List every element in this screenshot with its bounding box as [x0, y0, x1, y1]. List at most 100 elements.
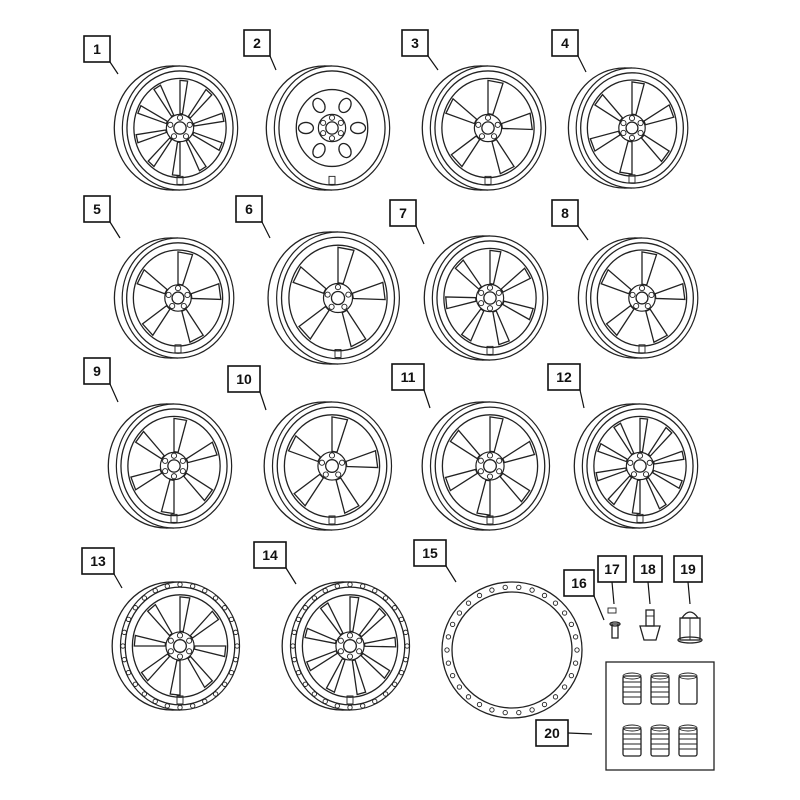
callout-box-7 — [389, 199, 417, 227]
wheel-7-wheel-icon — [423, 235, 549, 361]
leader-line-7 — [415, 225, 425, 245]
callout-7: 7 — [389, 199, 425, 245]
callout-number-7: 7 — [399, 205, 407, 221]
leader-line-3 — [427, 55, 439, 71]
wheel-9-wheel-icon — [107, 403, 233, 529]
wheel-13-beadlock-wheel-icon — [111, 581, 241, 711]
callout-6: 6 — [235, 195, 271, 239]
callout-16: 16 — [563, 569, 605, 621]
wheel-3-wheel-icon — [421, 65, 547, 191]
part-19-lug-nut-icon — [677, 611, 703, 644]
callout-3: 3 — [401, 29, 439, 71]
leader-line-10 — [259, 391, 267, 411]
callout-20: 20 — [535, 719, 593, 747]
part-15-beadlock-ring-icon — [441, 581, 583, 719]
leader-line-1 — [109, 61, 119, 75]
callout-number-14: 14 — [262, 547, 278, 563]
leader-line-12 — [579, 389, 585, 409]
wheel-11-wheel-icon — [421, 401, 551, 531]
leader-line-14 — [285, 567, 297, 585]
callout-number-2: 2 — [253, 35, 261, 51]
leader-line-5 — [109, 221, 121, 239]
callout-box-18 — [633, 555, 663, 583]
callout-number-18: 18 — [640, 561, 656, 577]
leader-line-20 — [567, 732, 593, 735]
leader-line-19 — [687, 581, 691, 605]
wheel-1-wheel-icon — [113, 65, 239, 191]
part-16-valve-stem-core-icon — [609, 621, 621, 639]
callout-box-9 — [83, 357, 111, 385]
callout-number-3: 3 — [411, 35, 419, 51]
leader-line-18 — [647, 581, 651, 605]
callout-box-3 — [401, 29, 429, 57]
callout-number-17: 17 — [604, 561, 620, 577]
leader-line-11 — [423, 389, 431, 409]
callout-number-20: 20 — [544, 725, 560, 741]
callout-box-5 — [83, 195, 111, 223]
leader-line-9 — [109, 383, 119, 403]
callout-1: 1 — [83, 35, 119, 75]
leader-line-2 — [269, 55, 277, 71]
callout-number-4: 4 — [561, 35, 569, 51]
callout-box-4 — [551, 29, 579, 57]
leader-line-16 — [593, 595, 605, 621]
wheel-10-wheel-icon — [263, 401, 393, 531]
callout-box-14 — [253, 541, 287, 569]
wheel-5-wheel-icon — [113, 237, 235, 359]
callout-8: 8 — [551, 199, 589, 241]
leader-line-6 — [261, 221, 271, 239]
callout-4: 4 — [551, 29, 587, 73]
callout-number-8: 8 — [561, 205, 569, 221]
callout-9: 9 — [83, 357, 119, 403]
wheel-group — [107, 65, 699, 711]
wheel-8-wheel-icon — [577, 237, 699, 359]
callout-18: 18 — [633, 555, 663, 605]
callout-number-11: 11 — [401, 369, 416, 385]
callout-box-12 — [547, 363, 581, 391]
callout-15: 15 — [413, 539, 457, 583]
callout-box-13 — [81, 547, 115, 575]
part-18-valve-stem-icon — [639, 609, 661, 641]
callout-17: 17 — [597, 555, 627, 605]
leader-line-17 — [611, 581, 615, 605]
callout-number-9: 9 — [93, 363, 101, 379]
callout-box-2 — [243, 29, 271, 57]
callout-19: 19 — [673, 555, 703, 605]
callout-14: 14 — [253, 541, 297, 585]
leader-line-13 — [113, 573, 123, 589]
callout-box-8 — [551, 199, 579, 227]
wheel-2-wheel-icon — [265, 65, 391, 191]
small-parts-group — [441, 581, 715, 771]
callout-13: 13 — [81, 547, 123, 589]
callout-number-15: 15 — [422, 545, 438, 561]
leader-line-15 — [445, 565, 457, 583]
wheel-6-wheel-icon — [267, 231, 400, 365]
callout-number-6: 6 — [245, 201, 253, 217]
callout-number-12: 12 — [556, 369, 572, 385]
leader-line-8 — [577, 225, 589, 241]
part-17-screw-icon — [607, 607, 617, 614]
callout-5: 5 — [83, 195, 121, 239]
leader-line-4 — [577, 55, 587, 73]
callout-box-17 — [597, 555, 627, 583]
callout-number-5: 5 — [93, 201, 101, 217]
callout-box-20 — [535, 719, 569, 747]
wheel-12-wheel-icon — [573, 403, 699, 529]
callout-11: 11 — [391, 363, 431, 409]
callout-12: 12 — [547, 363, 585, 409]
part-20-lock-nut-kit-icon — [605, 661, 715, 771]
callout-box-16 — [563, 569, 595, 597]
callout-box-10 — [227, 365, 261, 393]
callout-number-16: 16 — [571, 575, 587, 591]
callout-box-19 — [673, 555, 703, 583]
callout-box-11 — [391, 363, 425, 391]
wheel-14-beadlock-wheel-icon — [281, 581, 411, 711]
callout-10: 10 — [227, 365, 267, 411]
callout-number-1: 1 — [93, 41, 101, 57]
callout-2: 2 — [243, 29, 277, 71]
callout-number-13: 13 — [90, 553, 106, 569]
wheel-4-wheel-icon — [567, 67, 689, 189]
callout-number-10: 10 — [236, 371, 252, 387]
